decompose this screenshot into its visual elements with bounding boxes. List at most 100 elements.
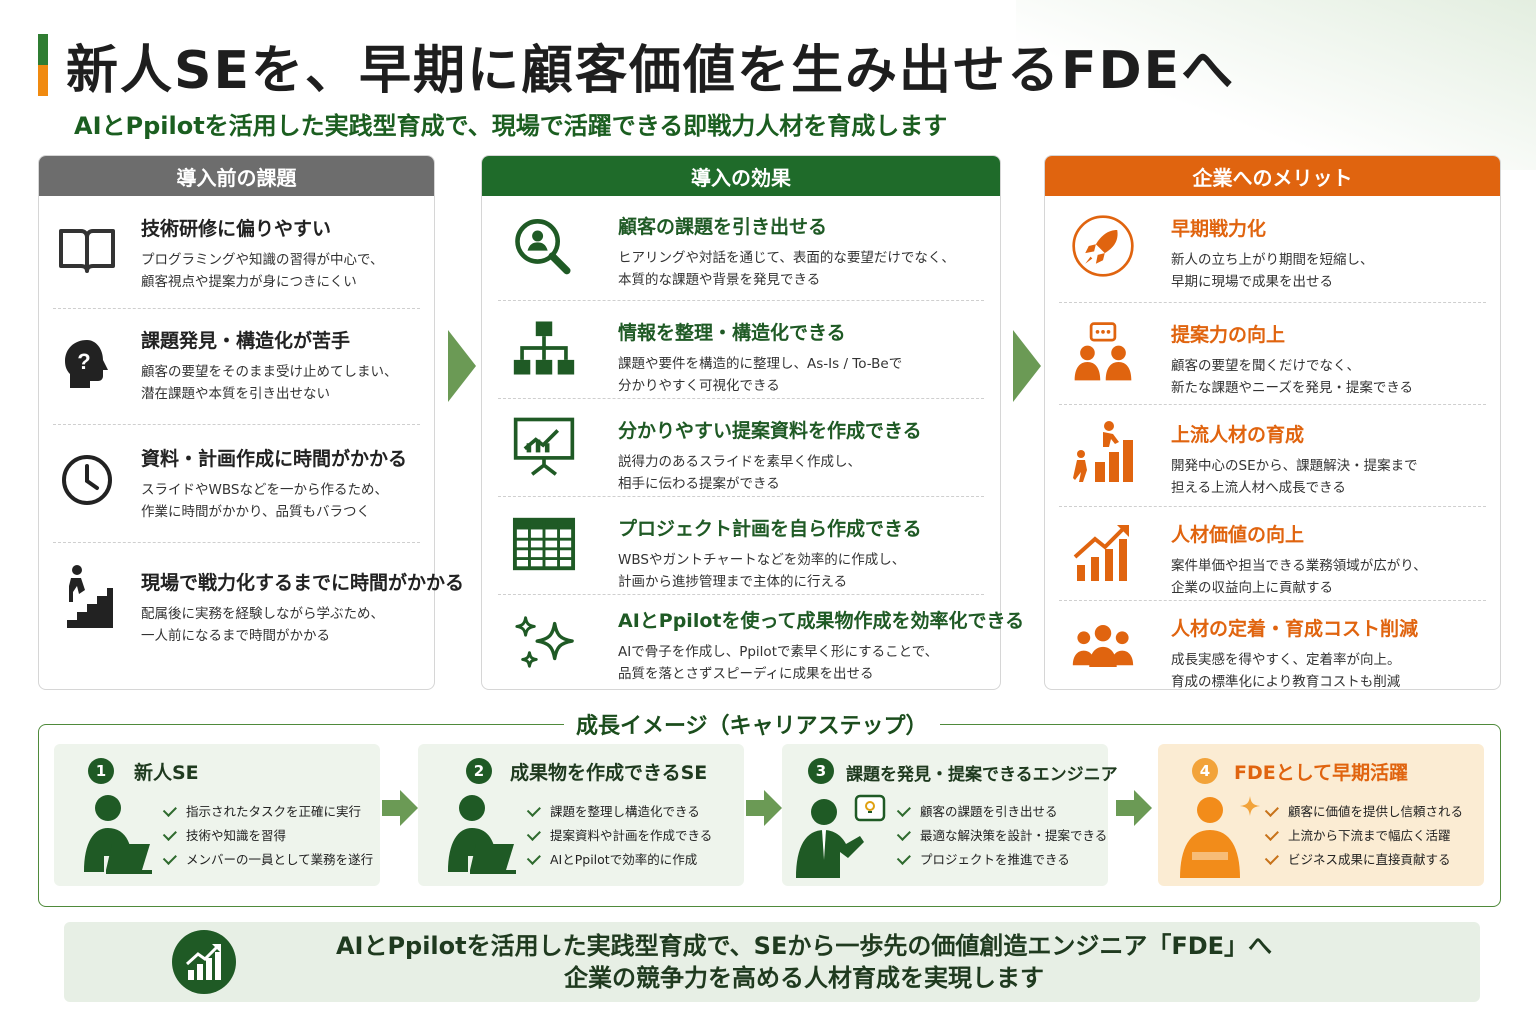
person-laptop-icon bbox=[442, 794, 518, 878]
flow-arrow-icon bbox=[1013, 330, 1041, 402]
merits-heading: 企業へのメリット bbox=[1045, 156, 1500, 196]
growth-title: 成長イメージ（キャリアステップ） bbox=[564, 708, 940, 740]
item-desc: 本質的な課題や背景を発見できる bbox=[618, 272, 821, 288]
step-arrow-icon bbox=[382, 790, 418, 826]
check-icon bbox=[526, 826, 541, 841]
item-title: 資料・計画作成に時間がかかる bbox=[141, 448, 408, 470]
page-subtitle: AIとPpilotを活用した実践型育成で、現場で活躍できる即戦力人材を育成します bbox=[74, 112, 948, 140]
item-desc: 担える上流人材へ成長できる bbox=[1171, 480, 1346, 496]
item-title: 顧客の課題を引き出せる bbox=[618, 216, 828, 238]
check-icon bbox=[1264, 850, 1279, 865]
divider bbox=[1059, 404, 1486, 405]
presentation-icon bbox=[512, 414, 576, 478]
before-heading: 導入前の課題 bbox=[39, 156, 434, 196]
grid-table-icon bbox=[512, 512, 576, 576]
item-desc: 開発中心のSEから、課題解決・提案まで bbox=[1171, 458, 1418, 474]
page-title: 新人SEを、早期に顧客価値を生み出せるFDEへ bbox=[66, 41, 1236, 101]
divider bbox=[498, 398, 984, 399]
item-desc: ヒアリングや対話を通じて、表面的な要望だけでなく、 bbox=[618, 250, 955, 266]
item-title: 現場で戦力化するまでに時間がかかる bbox=[141, 572, 465, 594]
divider bbox=[498, 300, 984, 301]
step-number: 4 bbox=[1192, 758, 1218, 784]
step-point: 提案資料や計画を作成できる bbox=[526, 824, 712, 848]
check-icon bbox=[162, 850, 177, 865]
step-label: 新人SE bbox=[134, 762, 199, 784]
item-desc: 早期に現場で成果を出せる bbox=[1171, 274, 1333, 290]
item-desc: 一人前になるまで時間がかかる bbox=[141, 628, 330, 644]
title-accent-bar bbox=[38, 34, 48, 96]
item-desc: 分かりやすく可視化できる bbox=[618, 378, 780, 394]
step-arrow-icon bbox=[746, 790, 782, 826]
step-label: 課題を発見・提案できるエンジニア bbox=[846, 765, 1118, 785]
stairs-person-icon bbox=[55, 564, 119, 628]
person-crossed-arms-icon bbox=[1174, 794, 1266, 882]
divider bbox=[53, 424, 420, 425]
check-icon bbox=[526, 802, 541, 817]
footer-line: AIとPpilotを活用した実践型育成で、SEから一歩先の価値創造エンジニア「F… bbox=[335, 932, 1273, 960]
item-title: 人材の定着・育成コスト削減 bbox=[1171, 618, 1419, 640]
item-desc: 説得力のあるスライドを素早く作成し、 bbox=[618, 454, 861, 470]
step-label: 成果物を作成できるSE bbox=[510, 762, 708, 784]
step-number: 3 bbox=[808, 758, 834, 784]
item-title: 早期戦力化 bbox=[1171, 218, 1267, 240]
item-desc: 成長実感を得やすく、定着率が向上。 bbox=[1171, 652, 1401, 668]
item-desc: スライドやWBSなどを一から作るため、 bbox=[141, 482, 388, 498]
item-desc: 計画から進捗管理まで主体的に行える bbox=[618, 574, 848, 590]
step-point: メンバーの一員として業務を遂行 bbox=[162, 848, 373, 872]
footer-line: 企業の競争力を高める人材育成を実現します bbox=[564, 964, 1044, 992]
item-desc: プログラミングや知識の習得が中心で、 bbox=[141, 252, 384, 268]
divider bbox=[498, 594, 984, 595]
check-icon bbox=[896, 802, 911, 817]
book-icon bbox=[55, 218, 119, 282]
career-step-4: 4 FDEとして早期活躍 顧客に価値を提供し信頼される 上流から下流まで幅広く活… bbox=[1158, 744, 1484, 886]
sparkle-icon bbox=[512, 610, 576, 674]
merits-panel: 企業へのメリット 早期戦力化 新人の立ち上がり期間を短縮し、早期に現場で成果を出… bbox=[1044, 155, 1501, 690]
item-desc: 案件単価や担当できる業務領域が広がり、 bbox=[1171, 558, 1427, 574]
career-step-3: 3 課題を発見・提案できるエンジニア 顧客の課題を引き出せる 最適な解決策を設計… bbox=[782, 744, 1118, 886]
clock-icon bbox=[55, 448, 119, 512]
item-title: 技術研修に偏りやすい bbox=[141, 218, 332, 240]
item-desc: 新人の立ち上がり期間を短縮し、 bbox=[1171, 252, 1374, 268]
item-desc: 課題や要件を構造的に整理し、As-Is / To-Beで bbox=[618, 356, 903, 372]
step-point: ビジネス成果に直接貢献する bbox=[1264, 848, 1463, 872]
career-step-1: 1 新人SE 指示されたタスクを正確に実行 技術や知識を習得 メンバーの一員とし… bbox=[54, 744, 380, 886]
item-title: 情報を整理・構造化できる bbox=[618, 322, 846, 344]
before-panel: 導入前の課題 技術研修に偏りやすい プログラミングや知識の習得が中心で、顧客視点… bbox=[38, 155, 464, 690]
check-icon bbox=[1264, 802, 1279, 817]
effects-heading: 導入の効果 bbox=[482, 156, 1000, 196]
person-laptop-icon bbox=[78, 794, 154, 878]
item-desc: WBSやガントチャートなどを効率的に作成し、 bbox=[618, 552, 906, 568]
step-point: AIとPpilotで効率的に作成 bbox=[526, 848, 712, 872]
check-icon bbox=[896, 850, 911, 865]
item-title: 上流人材の育成 bbox=[1171, 424, 1305, 446]
rocket-icon bbox=[1071, 214, 1135, 278]
item-desc: 企業の収益向上に貢献する bbox=[1171, 580, 1333, 596]
item-title: 人材価値の向上 bbox=[1171, 524, 1305, 546]
divider bbox=[1059, 506, 1486, 507]
step-point: 顧客に価値を提供し信頼される bbox=[1264, 800, 1463, 824]
step-point: 顧客の課題を引き出せる bbox=[896, 800, 1107, 824]
step-number: 1 bbox=[88, 758, 114, 784]
item-desc: 配属後に実務を経験しながら学ぶため、 bbox=[141, 606, 384, 622]
career-step-2: 2 成果物を作成できるSE 課題を整理し構造化できる 提案資料や計画を作成できる… bbox=[418, 744, 744, 886]
check-icon bbox=[896, 826, 911, 841]
item-title: AIとPpilotを使って成果物作成を効率化できる bbox=[618, 610, 1025, 632]
item-desc: 顧客視点や提案力が身につきにくい bbox=[141, 274, 357, 290]
step-point: 課題を整理し構造化できる bbox=[526, 800, 712, 824]
step-point: プロジェクトを推進できる bbox=[896, 848, 1107, 872]
step-label: FDEとして早期活躍 bbox=[1234, 762, 1409, 784]
item-desc: 作業に時間がかかり、品質もバラつく bbox=[141, 504, 370, 520]
divider bbox=[1059, 302, 1486, 303]
flow-arrow-icon bbox=[448, 330, 476, 402]
item-desc: 相手に伝わる提案ができる bbox=[618, 476, 780, 492]
item-desc: 潜在課題や本質を引き出せない bbox=[141, 386, 330, 402]
check-icon bbox=[162, 802, 177, 817]
item-desc: AIで骨子を作成し、Ppilotで素早く形にすることで、 bbox=[618, 644, 939, 660]
item-title: 課題発見・構造化が苦手 bbox=[141, 330, 351, 352]
background-decoration bbox=[1016, 0, 1536, 170]
item-desc: 顧客の要望を聞くだけでなく、 bbox=[1171, 358, 1360, 374]
item-desc: 新たな課題やニーズを発見・提案できる bbox=[1171, 380, 1414, 396]
step-number: 2 bbox=[466, 758, 492, 784]
check-icon bbox=[162, 826, 177, 841]
footer-banner: AIとPpilotを活用した実践型育成で、SEから一歩先の価値創造エンジニア「F… bbox=[64, 922, 1480, 1002]
